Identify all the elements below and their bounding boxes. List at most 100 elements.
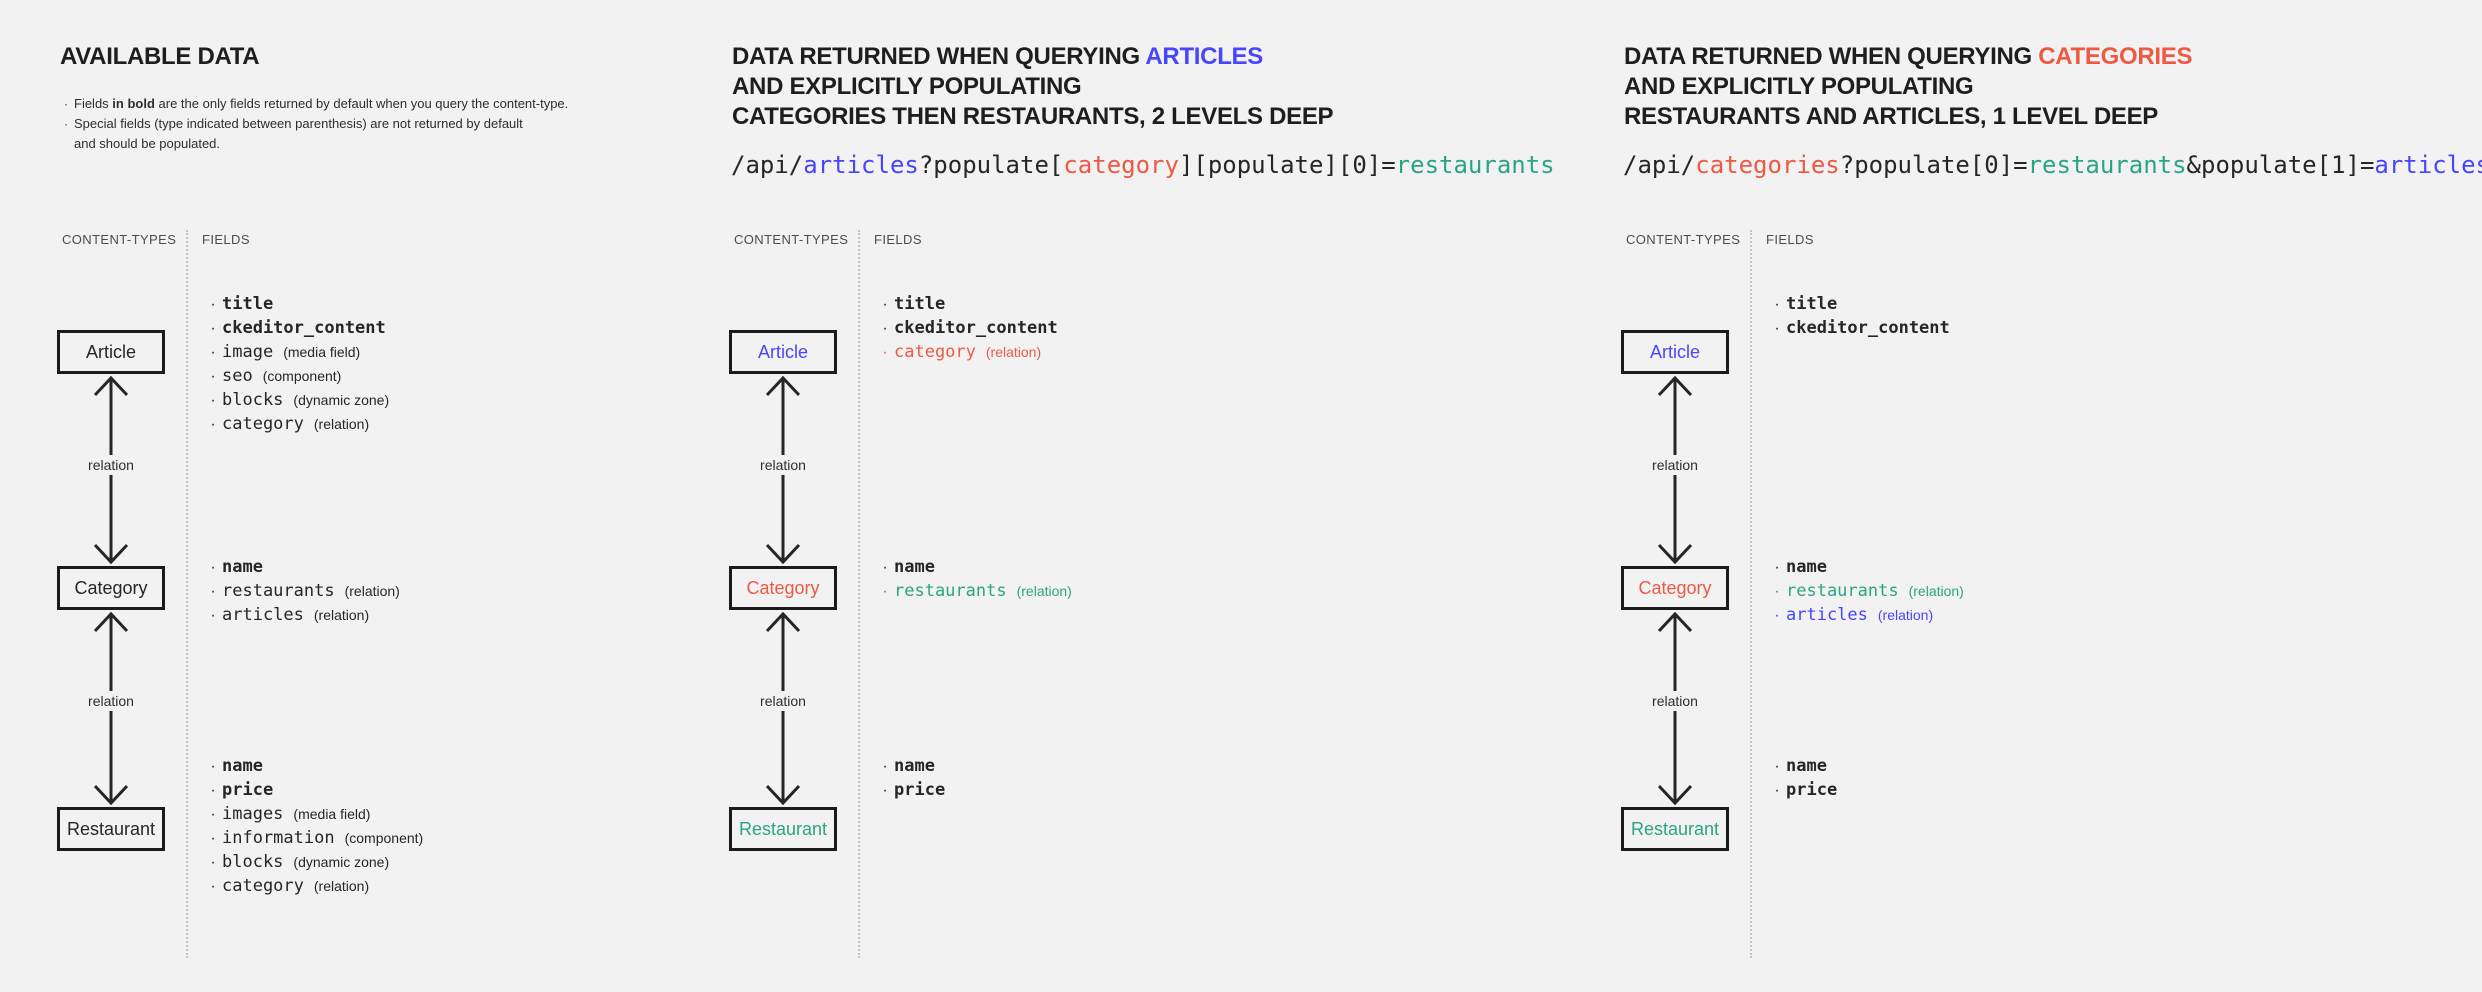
field-bullet: · — [882, 344, 888, 361]
field-type: (dynamic zone) — [293, 392, 390, 408]
field-name: title — [222, 294, 274, 314]
content-type-label: Category — [74, 577, 148, 598]
content-type-label: Restaurant — [66, 818, 156, 839]
field-type: (component) — [344, 830, 424, 846]
field-name: price — [1786, 780, 1838, 800]
field-bullet: · — [1774, 320, 1780, 337]
title-part: DATA RETURNED WHEN QUERYING — [732, 43, 1146, 70]
field-row: ·name — [876, 754, 945, 778]
fields-group: ·name·restaurants(relation) — [876, 555, 1072, 603]
field-name: category — [894, 342, 976, 362]
field-bullet: · — [210, 854, 216, 871]
field-row: · name — [204, 555, 400, 579]
field-name: ckeditor_content — [1786, 318, 1950, 338]
field-type: (relation) — [1908, 583, 1964, 599]
column-title-line: AND EXPLICITLY POPULATING — [732, 72, 1333, 102]
field-bullet: · — [1774, 758, 1780, 775]
api-part: &populate[1]= — [2186, 151, 2375, 179]
field-type: (relation) — [1016, 583, 1072, 599]
api-query: /api/articles?populate[category][populat… — [731, 151, 1555, 179]
field-name: blocks — [222, 390, 284, 410]
field-type: (relation) — [985, 344, 1042, 360]
fields-label: FIELDS — [874, 232, 922, 247]
title-part: CATEGORIES THEN RESTAURANTS, 2 LEVELS DE… — [732, 103, 1334, 130]
field-row: ·ckeditor_content — [204, 316, 389, 340]
field-bullet: · — [1774, 607, 1780, 624]
field-name: image — [222, 342, 274, 362]
content-types-label: CONTENT-TYPES — [1626, 232, 1741, 247]
field-name: name — [894, 756, 935, 776]
field-row: ·title — [1768, 292, 1950, 316]
field-name: restaurants — [222, 581, 335, 601]
column-title-line: AVAILABLE DATA — [60, 42, 260, 72]
content-type-box-article: Article — [729, 330, 837, 374]
fields-group: · name · restaurants (relation)·articles(rel… — [204, 555, 400, 627]
relation-label: relation — [1645, 691, 1705, 711]
column-title-line: CATEGORIES THEN RESTAURANTS, 2 LEVELS DE… — [732, 102, 1334, 132]
field-row: ·articles(relation) — [204, 603, 400, 627]
field-name: articles — [1786, 605, 1868, 625]
relation-label: relation — [753, 691, 813, 711]
api-part: category — [1063, 151, 1179, 179]
title-part: AND EXPLICITLY POPULATING — [732, 73, 1082, 100]
field-bullet: · — [1774, 782, 1780, 799]
field-bullet: · — [210, 344, 216, 361]
field-name: blocks — [222, 852, 284, 872]
note-bullet: · — [64, 97, 68, 111]
relation-label: relation — [81, 691, 141, 711]
field-bullet: · — [1774, 583, 1780, 600]
note-bullet: · — [64, 117, 68, 131]
api-part: articles — [803, 151, 919, 179]
field-name: ckeditor_content — [894, 318, 1058, 338]
field-row: · category (relation) — [876, 340, 1058, 364]
field-row: ·information(component) — [204, 826, 423, 850]
field-bullet: · — [210, 416, 216, 433]
fields-divider — [186, 230, 188, 958]
note-item: ·Special fields (type indicated between … — [58, 114, 568, 154]
column-title-line: DATA RETURNED WHEN QUERYING ARTICLES — [732, 42, 1333, 72]
field-name: category — [222, 876, 304, 896]
content-type-box-category: Category — [57, 566, 165, 610]
field-name: name — [222, 756, 263, 776]
relation-label: relation — [753, 455, 813, 475]
field-bullet: · — [210, 368, 216, 385]
field-name: category — [222, 414, 304, 434]
field-name: price — [222, 780, 274, 800]
content-type-label: Article — [757, 341, 808, 362]
fields-group: ·name·restaurants(relation)·articles(rel… — [1768, 555, 1964, 627]
content-type-box-restaurant: Restaurant — [1621, 807, 1729, 851]
fields-divider — [858, 230, 860, 958]
content-type-box-restaurant: Restaurant — [57, 807, 165, 851]
relation-label: relation — [1645, 455, 1705, 475]
content-types-label: CONTENT-TYPES — [62, 232, 177, 247]
note-item: ·Fields in bold are the only fields retu… — [58, 94, 568, 114]
content-type-box-article: Article — [1621, 330, 1729, 374]
api-part: ][populate][0]= — [1178, 151, 1396, 179]
field-name: information — [222, 828, 335, 848]
content-type-box-article: Article — [57, 330, 165, 374]
column-title-line: AND EXPLICITLY POPULATING — [1624, 72, 2192, 102]
field-row: · ckeditor_content — [1768, 316, 1950, 340]
field-type: (relation) — [313, 607, 370, 623]
field-bullet: · — [210, 782, 216, 799]
note-part: are the only fields returned by default … — [154, 96, 569, 111]
field-bullet: · — [210, 392, 216, 409]
field-name: title — [1786, 294, 1838, 314]
title-part: RESTAURANTS AND ARTICLES, 1 LEVEL DEEP — [1624, 103, 2158, 130]
field-bullet: · — [210, 583, 216, 600]
field-name: images — [222, 804, 284, 824]
field-type: (relation) — [313, 878, 370, 894]
api-part: restaurants — [2027, 151, 2187, 179]
field-row: ·name — [876, 555, 1072, 579]
field-name: name — [222, 557, 263, 577]
field-row: ·restaurants(relation) — [204, 579, 400, 603]
fields-group: ·title·ckeditor_content·image(media fiel… — [204, 292, 389, 436]
field-name: price — [894, 780, 946, 800]
field-bullet: · — [210, 559, 216, 576]
field-row: ·articles(relation) — [1768, 603, 1964, 627]
field-row: · blocks (dynamic zone) — [204, 850, 423, 874]
field-row: ·ckeditor_content — [876, 316, 1058, 340]
field-type: (dynamic zone) — [293, 854, 390, 870]
notes: ·Fields in bold are the only fields retu… — [58, 94, 568, 154]
